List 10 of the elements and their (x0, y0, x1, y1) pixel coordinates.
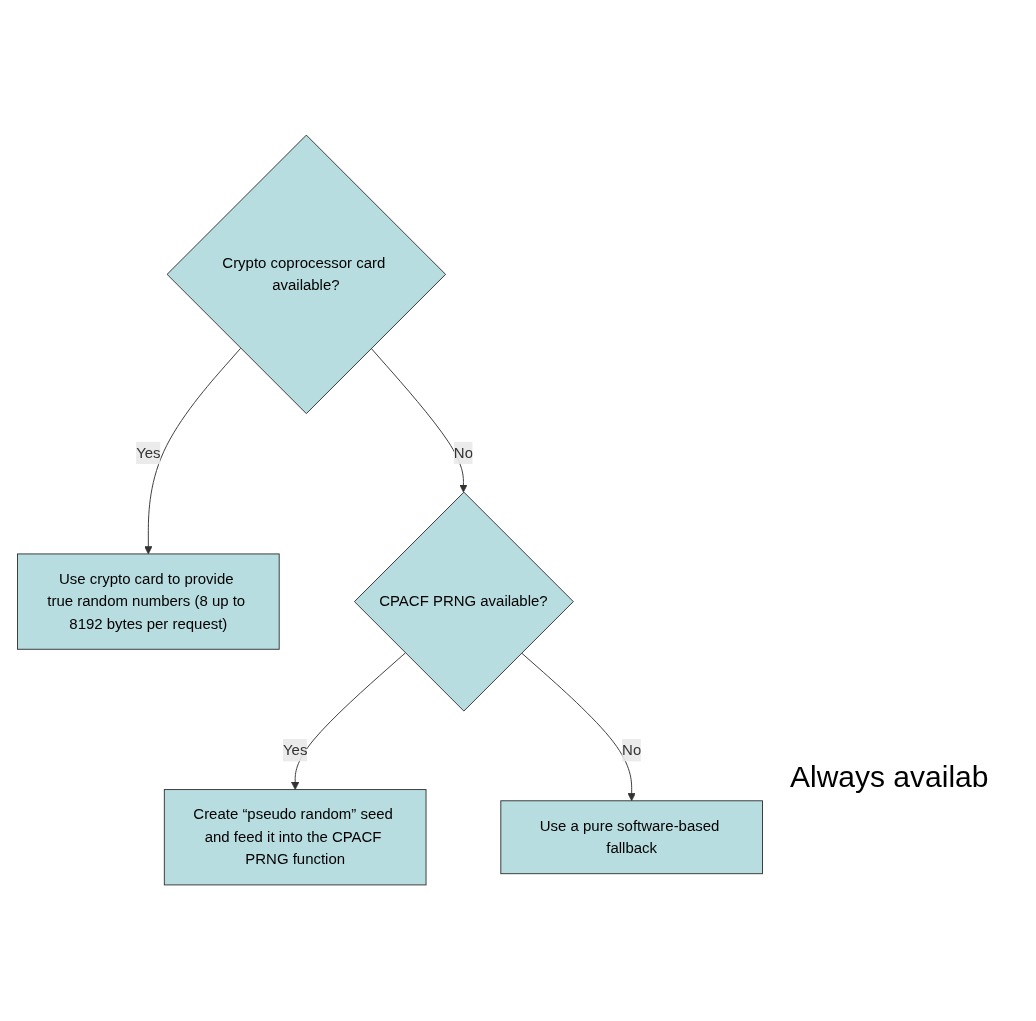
note-text: Always availab (790, 760, 990, 794)
edge-label: No (622, 741, 642, 758)
edge-label: No (453, 444, 473, 461)
edge-label: Yes (282, 741, 308, 758)
node-box: Use crypto card to provide true random numbers (8 up to 8192 bytes per request) (17, 553, 280, 650)
node-box: Use a pure software-based fallback (500, 800, 763, 875)
node-diamond: CPACF PRNG available? (353, 491, 574, 712)
edge-label: Yes (136, 444, 161, 461)
node-box: Create “pseudo random” seed and feed it into the CPACF PRNG function (163, 789, 427, 886)
node-diamond: Crypto coprocessor card available? (166, 134, 447, 415)
